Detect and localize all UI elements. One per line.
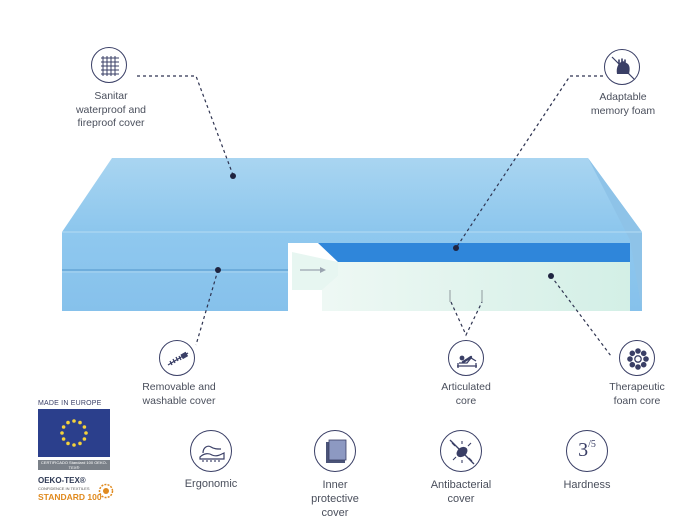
zipper-icon	[159, 340, 195, 376]
feature-antibacterial: Antibacterial cover	[430, 479, 492, 505]
callout-therapeutic-core: Therapeutic foam core	[609, 381, 665, 407]
oeko-tex-title: OEKO-TEX®	[38, 476, 86, 485]
mesh-fabric-icon	[91, 47, 127, 83]
mattress-top	[62, 158, 642, 232]
eu-stars	[60, 419, 88, 447]
mattress-side	[588, 158, 642, 311]
leader-line-memory-foam	[455, 75, 603, 249]
foam-cells-icon	[619, 340, 655, 376]
hardness-scale: /5	[588, 439, 596, 450]
hand-press-icon	[604, 49, 640, 85]
oeko-tex-standard: STANDARD 100	[38, 492, 102, 502]
articulated-bed-icon	[448, 340, 484, 376]
leader-line-articulated	[450, 301, 483, 337]
feature-hardness: Hardness	[563, 479, 611, 491]
core-foam-layer	[322, 262, 630, 311]
made-in-europe-label: MADE IN EUROPE	[38, 400, 102, 407]
feature-ergonomic: Ergonomic	[184, 478, 238, 490]
hardness-value: 3	[578, 439, 589, 461]
hardness-icon: 3/5	[566, 430, 608, 472]
ergonomic-icon	[190, 430, 232, 472]
callout-removable-cover: Removable and washable cover	[142, 381, 216, 407]
antibacterial-icon	[440, 430, 482, 472]
callout-sanitar-cover: Sanitar waterproof and fireproof cover	[75, 90, 147, 129]
memory-foam-layer	[318, 243, 630, 262]
oeko-tex-badge-icon	[98, 483, 114, 499]
oeko-tex-subtitle: CONFIDENCE IN TEXTILES	[38, 486, 90, 491]
inner-cover-icon	[314, 430, 356, 472]
feature-inner-cover: Inner protective cover	[311, 479, 359, 519]
leader-line-removable	[195, 269, 219, 346]
eu-flag	[38, 409, 110, 457]
callout-memory-foam: Adaptable memory foam	[590, 91, 656, 117]
leader-line-therapeutic	[550, 275, 612, 357]
leader-line-sanitar	[137, 75, 234, 176]
callout-articulated-core: Articulated core	[441, 381, 491, 407]
certificate-strip: CERTIFICADO Standard 100 OEKO-TEX®	[38, 460, 110, 470]
